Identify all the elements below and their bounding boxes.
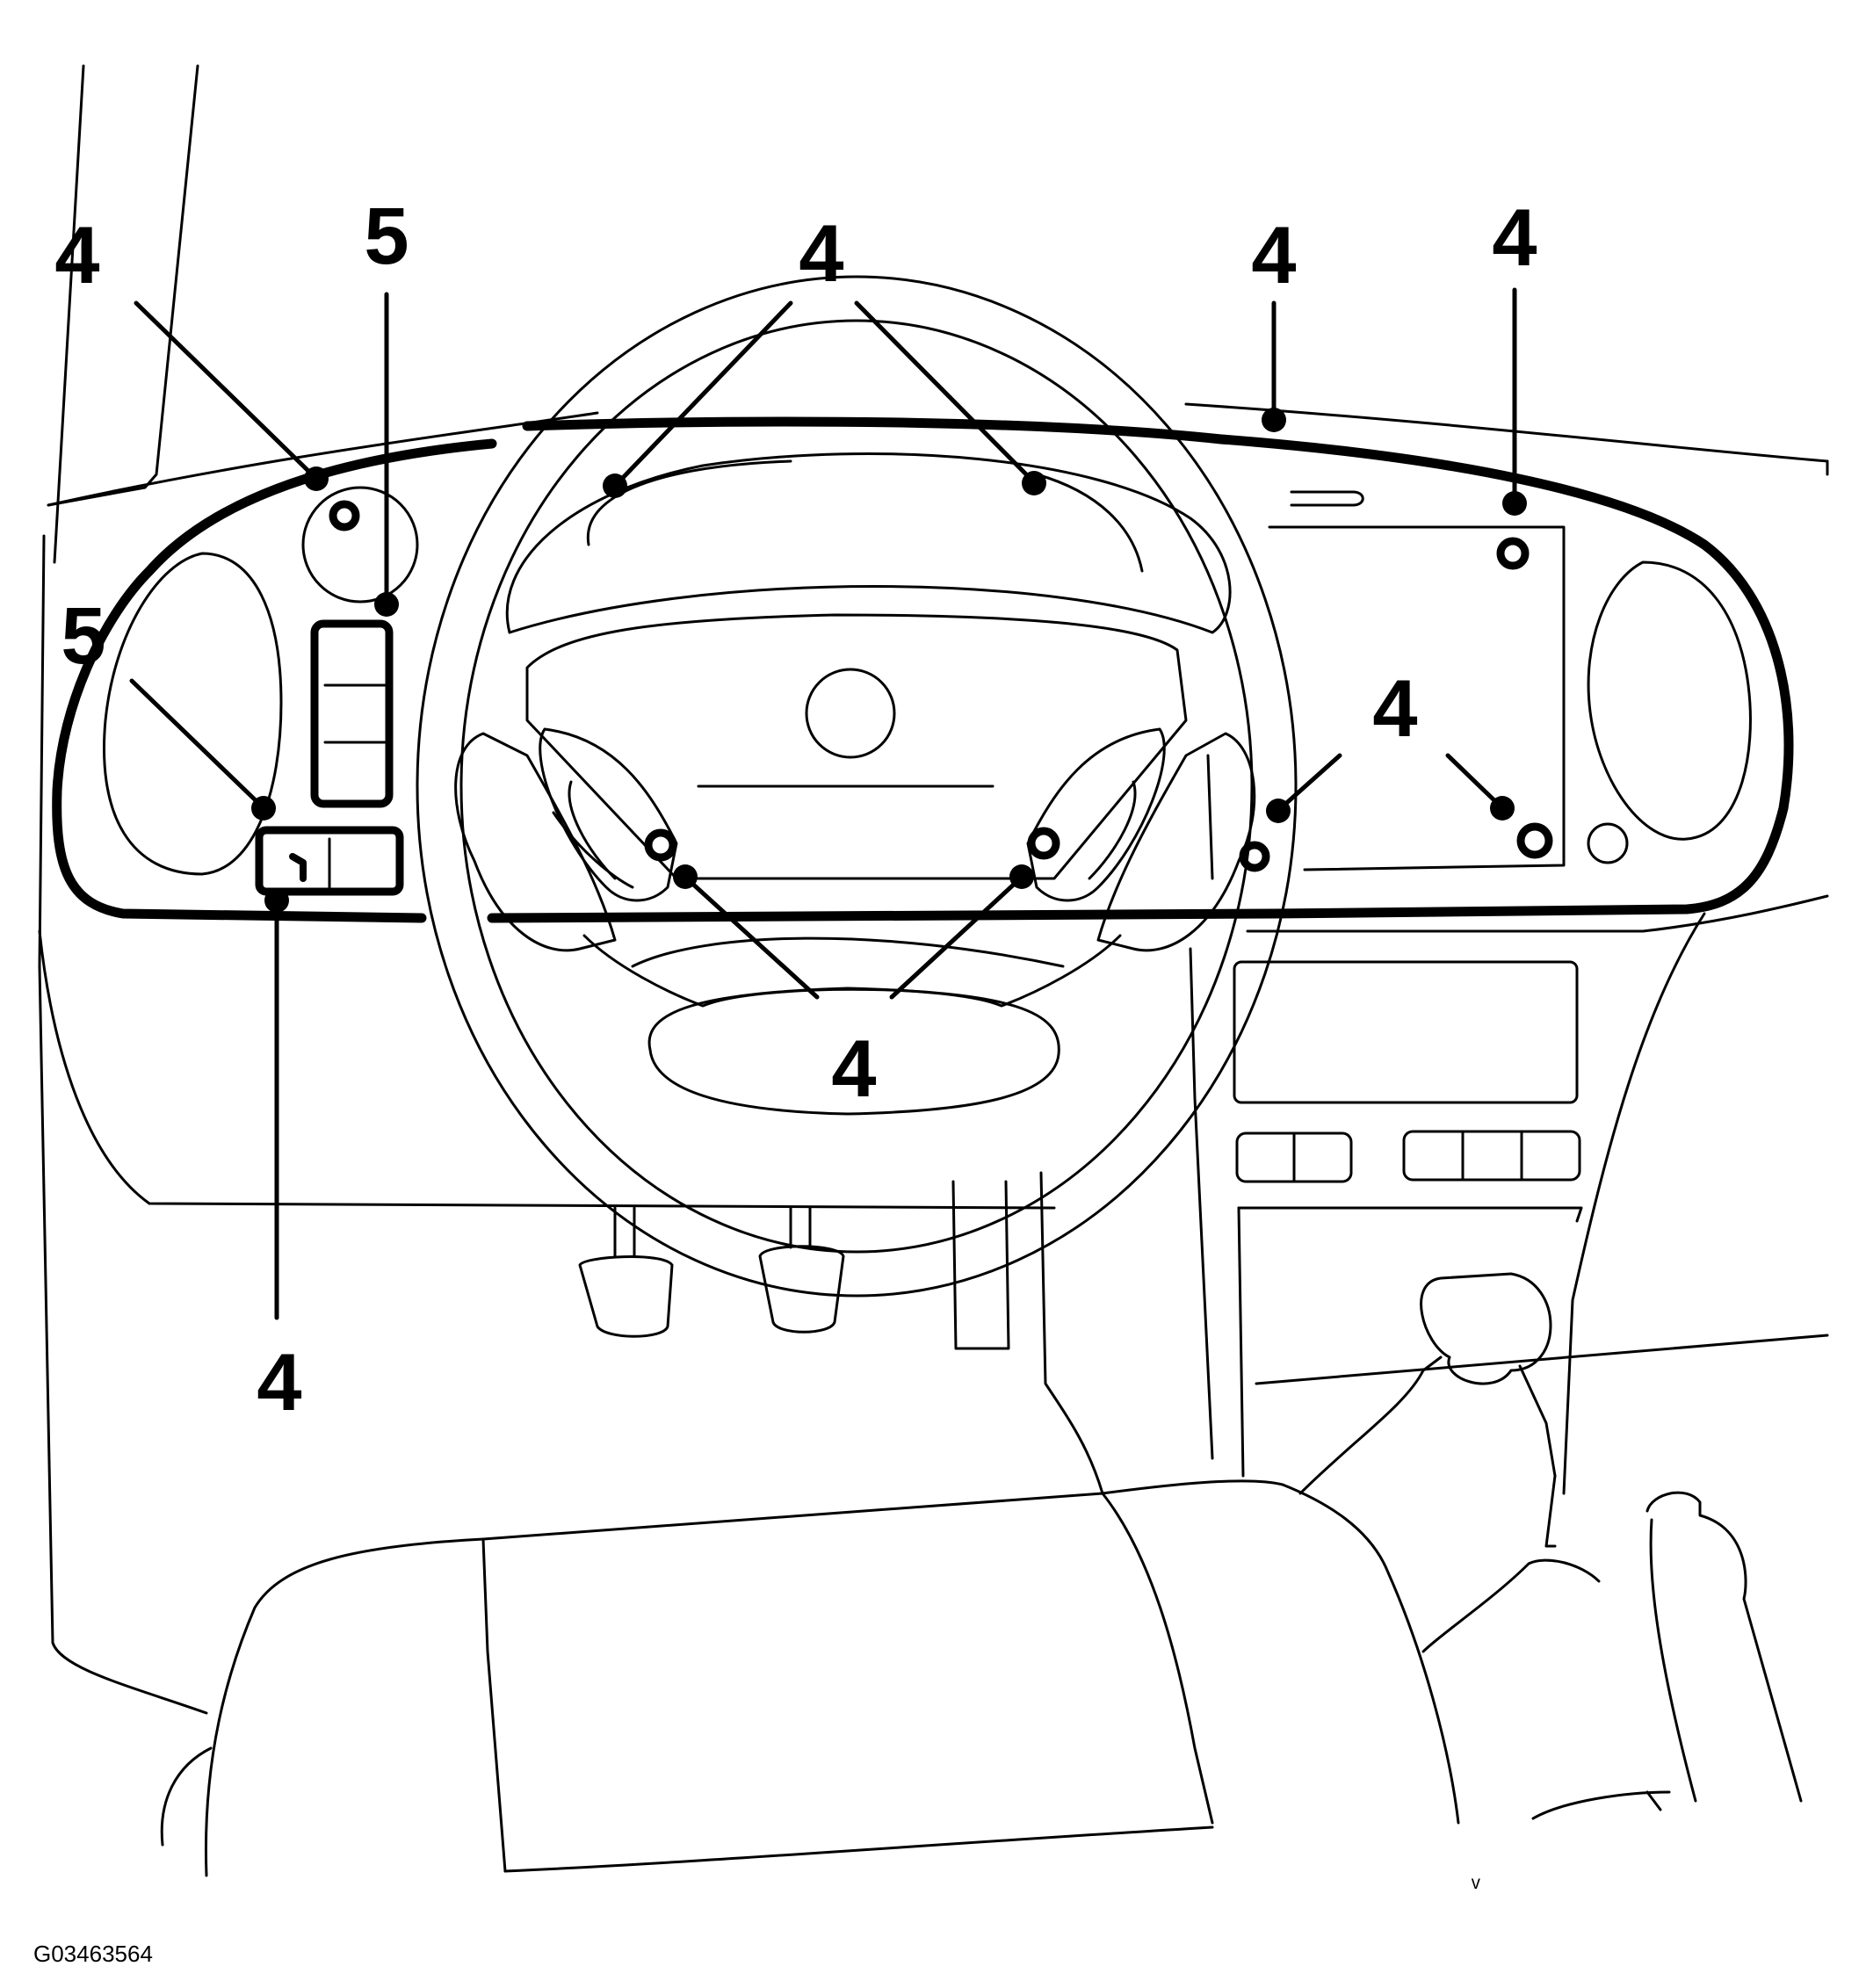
callout-label: 4: [257, 1338, 301, 1428]
callout-label: 4: [1492, 193, 1537, 283]
leader-lines: [129, 287, 1527, 1320]
callout-label: 5: [364, 192, 409, 281]
figure-id: G03463564: [33, 1941, 153, 1967]
pedals: [578, 1171, 1104, 1495]
corner-mark: ᵛ: [1471, 1872, 1480, 1901]
callout-label: 5: [61, 591, 105, 681]
a-pillar: [38, 64, 199, 968]
handbrake: [1645, 1491, 1803, 1803]
callout-label: 4: [1251, 211, 1296, 300]
gear-shifter: [1298, 1272, 1601, 1653]
fastener-dot: [1490, 796, 1515, 821]
callout-label: 4: [799, 209, 843, 299]
fastener-dot: [304, 466, 329, 491]
fastener-dot: [603, 474, 627, 498]
fastener-dot: [264, 888, 289, 913]
center-console: [1189, 912, 1829, 1495]
callout-label: 4: [831, 1024, 876, 1114]
fastener-dot: [1262, 408, 1286, 432]
left-gauge-oval: [103, 486, 419, 876]
left-switch-panel: [255, 619, 404, 896]
fastener-dot: [1009, 864, 1034, 889]
callout-labels: 4 5 5 4 4 4 4 4 4: [54, 192, 1537, 1428]
driver-seat: [160, 1479, 1671, 1877]
fastener-dot: [1266, 799, 1291, 823]
fastener-dot: [374, 592, 399, 617]
callout-label: 4: [54, 211, 99, 300]
fastener-dot: [1022, 471, 1046, 495]
right-panel: [1206, 490, 1752, 880]
dashboard-lower: [38, 894, 1829, 1715]
fastener-dot: [251, 796, 276, 821]
callout-label: 4: [1372, 664, 1417, 754]
fastener-dot: [1502, 491, 1527, 516]
fastener-dot: [673, 864, 698, 889]
